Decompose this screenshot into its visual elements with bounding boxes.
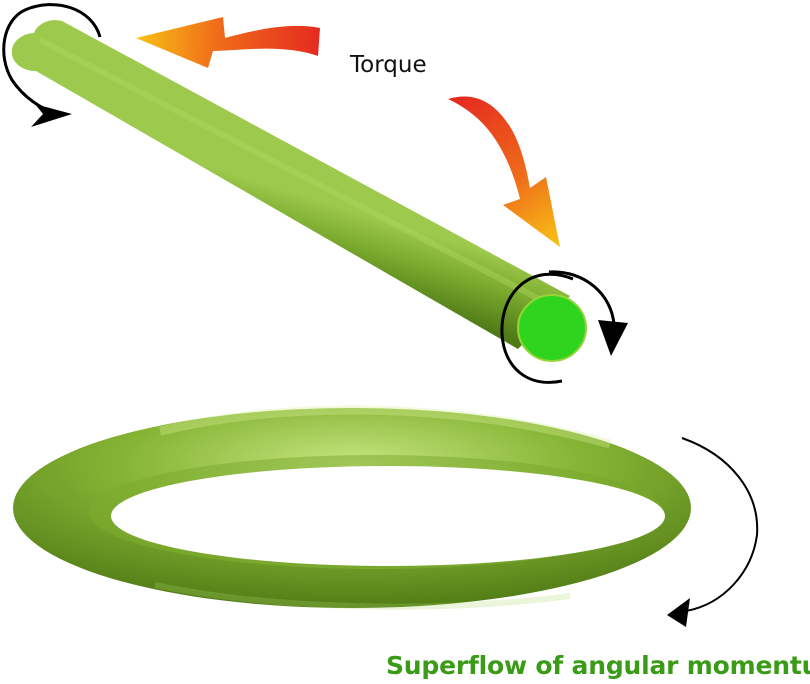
ring-hole	[111, 466, 665, 566]
rotation-arrow-right-icon	[500, 272, 574, 384]
ring-bottom-highlight	[154, 582, 571, 610]
rod-body	[11, 20, 571, 349]
ring-top-highlight	[158, 405, 612, 449]
rod	[11, 20, 587, 362]
rotation-arrowhead-left-icon	[31, 104, 72, 127]
rotation-arrow-left-icon	[2, 3, 102, 115]
rod-highlight	[38, 37, 547, 305]
rod-end-cap	[517, 294, 587, 362]
torque-label: Torque	[350, 52, 427, 78]
torque-arrow-top-icon	[136, 17, 320, 68]
flow-arrowhead-icon	[667, 598, 690, 627]
torque-arrow-right-icon	[448, 96, 560, 247]
superflow-ring	[13, 405, 691, 610]
rotation-arrow-right-lower-icon	[548, 270, 616, 326]
flow-arrow-icon	[681, 437, 759, 612]
rotation-arrowhead-right-icon	[598, 320, 628, 356]
superflow-label: Superflow of angular momentum	[386, 651, 810, 680]
